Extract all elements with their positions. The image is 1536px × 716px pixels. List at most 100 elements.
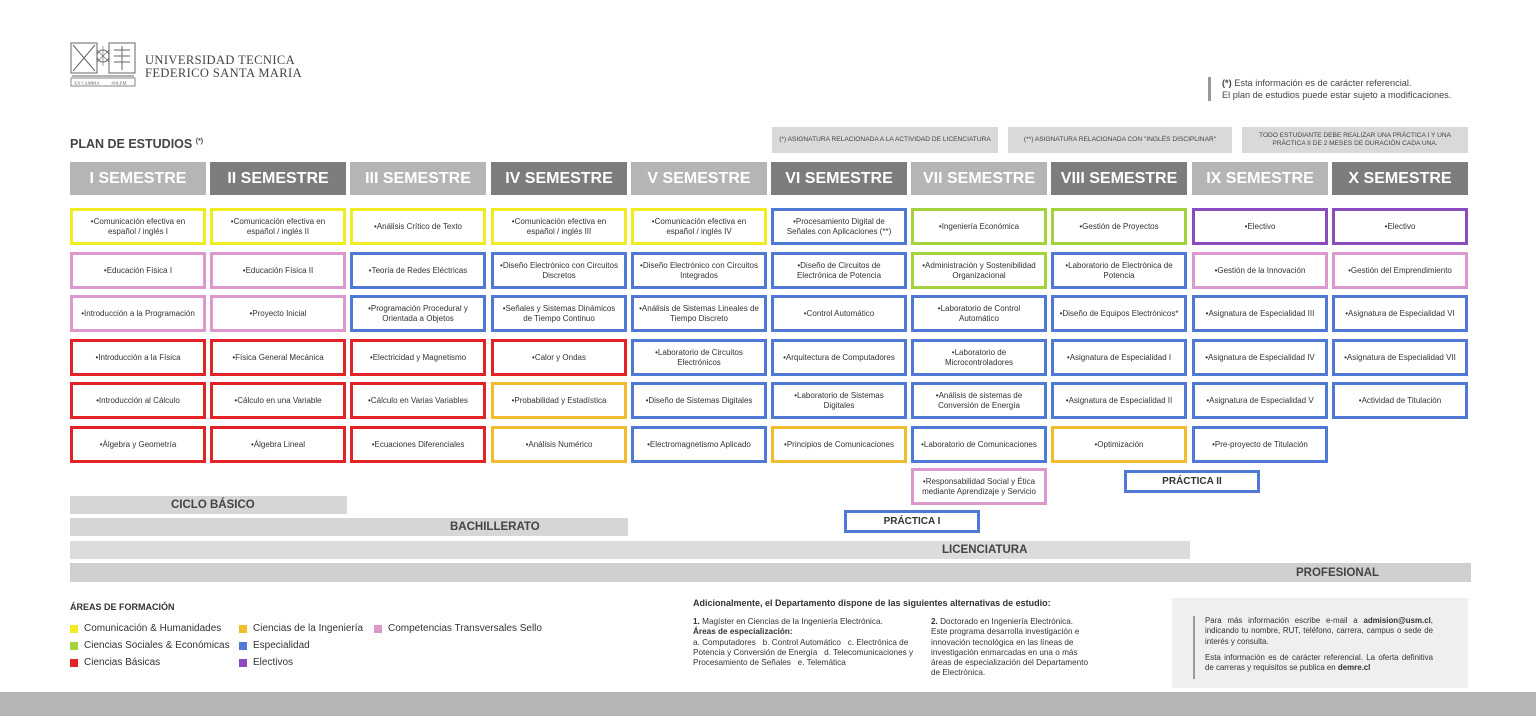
course-cell: •Electivo [1332, 208, 1468, 245]
semester-header-10: X SEMESTRE [1332, 162, 1468, 195]
course-cell: •Laboratorio de Comunicaciones [911, 426, 1047, 463]
note-practicas: TODO ESTUDIANTE DEBE REALIZAR UNA PRÁCTI… [1242, 127, 1468, 153]
svg-text:SOLEM: SOLEM [111, 81, 126, 86]
semester-header-3: III SEMESTRE [350, 162, 486, 195]
course-cell: •Asignatura de Especialidad III [1192, 295, 1328, 332]
option-line: áreas de especialización del Departament… [931, 658, 1089, 668]
option-line: a. Computadores b. Control Automático c.… [693, 637, 909, 647]
course-cell: •Análisis de sistemas de Conversión de E… [911, 382, 1047, 419]
semester-header-8: VIII SEMESTRE [1051, 162, 1187, 195]
university-name: UNIVERSIDAD TECNICA FEDERICO SANTA MARIA [145, 54, 302, 80]
course-cell: •Introducción a la Física [70, 339, 206, 376]
option-line: de Electrónica. [931, 668, 986, 678]
disclaimer-mark: (*) [1222, 78, 1232, 88]
additional-option-doctorado: 2. Doctorado en Ingeniería Electrónica. … [931, 617, 1088, 679]
course-cell: •Análisis Crítico de Texto [350, 208, 486, 245]
course-cell: •Diseño de Equipos Electrónicos* [1051, 295, 1187, 332]
cycle-bachillerato-label: BACHILLERATO [450, 521, 540, 533]
option-line: Procesamiento de Señales e. Telemática [693, 658, 846, 668]
course-cell: •Electromagnetismo Aplicado [631, 426, 767, 463]
semester-header-5: V SEMESTRE [631, 162, 767, 195]
course-cell: •Gestión de Proyectos [1051, 208, 1187, 245]
university-name-line1: UNIVERSIDAD TECNICA [145, 53, 296, 67]
areas-especializacion-title: Áreas de especialización: [693, 627, 793, 637]
cycle-licenciatura-bar: LICENCIATURA [70, 541, 1190, 559]
plan-title: PLAN DE ESTUDIOS (*) [70, 137, 203, 151]
course-cell: •Electricidad y Magnetismo [350, 339, 486, 376]
additional-option-magister: 1. Magíster en Ciencias de la Ingeniería… [693, 617, 913, 668]
legend-label: Competencias Transversales Sello [388, 623, 542, 634]
note-licenciatura: (*) ASIGNATURA RELACIONADA A LA ACTIVIDA… [772, 127, 998, 153]
course-cell: •Programación Procedural y Orientada a O… [350, 295, 486, 332]
cycle-profesional-bar: PROFESIONAL [70, 563, 1471, 582]
cycle-basico-label: CICLO BÁSICO [171, 499, 255, 511]
disclaimer-line2: El plan de estudios puede estar sujeto a… [1222, 90, 1452, 100]
course-cell: •Asignatura de Especialidad I [1051, 339, 1187, 376]
demre-link[interactable]: demre.cl [1337, 663, 1371, 673]
course-cell: •Asignatura de Especialidad II [1051, 382, 1187, 419]
option-number: 1. [693, 617, 700, 626]
legend-swatch [70, 658, 78, 667]
legend-swatch [70, 641, 78, 650]
semester-header-6: VI SEMESTRE [771, 162, 907, 195]
course-cell: •Diseño de Circuitos de Electrónica de P… [771, 252, 907, 289]
course-cell: •Laboratorio de Electrónica de Potencia [1051, 252, 1187, 289]
semester-header-7: VII SEMESTRE [911, 162, 1047, 195]
legend-especialidad: Especialidad [239, 640, 310, 651]
disclaimer-line1: Esta información es de carácter referenc… [1234, 78, 1412, 88]
cycle-bachillerato-bar: BACHILLERATO [70, 518, 628, 536]
option-line: Este programa desarrolla investigación e [931, 627, 1080, 637]
course-cell: •Optimización [1051, 426, 1187, 463]
note-ingles: (**) ASIGNATURA RELACIONADA CON "INGLÉS … [1008, 127, 1232, 153]
course-cell: •Administración y Sostenibilidad Organiz… [911, 252, 1047, 289]
practica-1: PRÁCTICA I [844, 510, 980, 533]
option-number: 2. [931, 617, 938, 626]
legend-label: Ciencias Sociales & Económicas [84, 640, 230, 651]
legend-sociales: Ciencias Sociales & Económicas [70, 640, 230, 651]
disclaimer: (*) Esta información es de carácter refe… [1208, 77, 1451, 101]
info-text: Esta información es de carácter referenc… [1205, 652, 1433, 673]
legend-ingenieria: Ciencias de la Ingeniería [239, 623, 363, 634]
course-cell: •Gestión de la Innovación [1192, 252, 1328, 289]
course-cell: •Laboratorio de Circuitos Electrónicos [631, 339, 767, 376]
legend-swatch [70, 624, 78, 633]
info-reference: Esta información es de carácter referenc… [1205, 653, 1433, 674]
areas-title: ÁREAS DE FORMACIÓN [70, 602, 175, 612]
course-cell: •Física General Mecánica [210, 339, 346, 376]
additional-title: Adicionalmente, el Departamento dispone … [693, 598, 1051, 608]
info-box: Para más información escribe e-mail a ad… [1172, 598, 1468, 688]
course-cell: •Diseño Electrónico con Circuitos Integr… [631, 252, 767, 289]
legend-basicas: Ciencias Básicas [70, 657, 160, 668]
cycle-licenciatura-label: LICENCIATURA [942, 544, 1028, 556]
course-cell: •Laboratorio de Microcontroladores [911, 339, 1047, 376]
course-cell: •Asignatura de Especialidad VII [1332, 339, 1468, 376]
info-contact: Para más información escribe e-mail a ad… [1205, 616, 1433, 647]
university-logo: EX CAMBIA SOLEM [70, 42, 136, 87]
legend-label: Ciencias de la Ingeniería [253, 623, 364, 634]
legend-label: Comunicación & Humanidades [84, 623, 222, 634]
course-cell: •Comunicación efectiva en español / ingl… [70, 208, 206, 245]
plan-title-mark: (*) [195, 137, 204, 145]
course-cell: •Comunicación efectiva en español / ingl… [631, 208, 767, 245]
course-cell: •Análisis Numérico [491, 426, 627, 463]
course-cell: •Teoría de Redes Eléctricas [350, 252, 486, 289]
course-cell: •Análisis de Sistemas Lineales de Tiempo… [631, 295, 767, 332]
course-cell: •Control Automático [771, 295, 907, 332]
cycle-profesional-label: PROFESIONAL [1296, 566, 1380, 579]
course-cell: •Probabilidad y Estadística [491, 382, 627, 419]
course-cell: •Principios de Comunicaciones [771, 426, 907, 463]
legend-swatch [239, 624, 247, 633]
course-cell: •Asignatura de Especialidad VI [1332, 295, 1468, 332]
option-title: Magíster en Ciencias de la Ingeniería El… [702, 617, 883, 626]
info-text: , indicando tu nombre, RUT, teléfono, ca… [1205, 616, 1433, 646]
semester-header-9: IX SEMESTRE [1192, 162, 1328, 195]
course-cell: •Educación Física II [210, 252, 346, 289]
info-text: Para más información escribe e-mail a [1205, 616, 1364, 625]
footer-bar [0, 692, 1536, 716]
admission-email-link[interactable]: admision@usm.cl [1363, 616, 1431, 625]
option-line: innovación tecnológica en las líneas de [931, 637, 1074, 647]
course-cell: •Proyecto Inicial [210, 295, 346, 332]
legend-swatch [374, 624, 382, 633]
semester-header-2: II SEMESTRE [210, 162, 346, 195]
course-cell: •Introducción al Cálculo [70, 382, 206, 419]
